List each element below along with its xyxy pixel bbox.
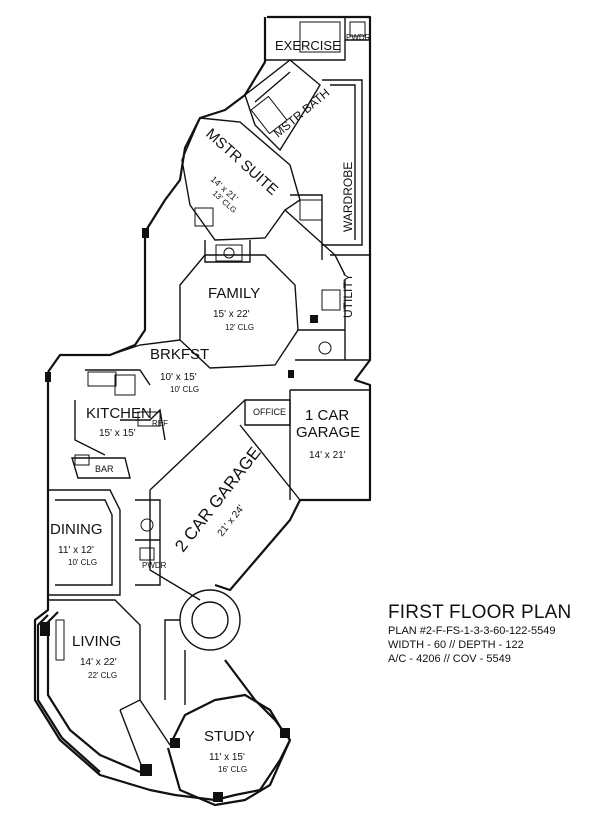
plan-title: FIRST FLOOR PLAN [388, 602, 572, 623]
room-family-size: 15' x 22' [213, 309, 250, 320]
room-bar-label: BAR [95, 464, 114, 474]
room-garage1-size: 14' x 21' [309, 450, 346, 461]
plan-areas: A/C - 4206 // COV - 5549 [388, 653, 511, 665]
room-brkfst-size: 10' x 15' [160, 372, 197, 383]
room-study-label: STUDY [204, 728, 255, 745]
plan-number: PLAN #2-F-FS-1-3-3-60-122-5549 [388, 625, 556, 637]
room-dining-label: DINING [50, 521, 103, 538]
room-dining-clg: 10' CLG [68, 558, 97, 567]
room-family-label: FAMILY [208, 285, 260, 302]
room-brkfst-clg: 10' CLG [170, 385, 199, 394]
room-study-clg: 16' CLG [218, 765, 247, 774]
room-pwdr-top-label: PWDR [346, 33, 371, 42]
room-garage1-label-line2: GARAGE [296, 424, 360, 441]
room-mstr-bath-label: MSTR BATH [271, 86, 332, 141]
room-utility-label: UTILITY [341, 273, 355, 318]
room-garage2-label: 2 CAR GARAGE [171, 443, 264, 555]
room-mstr-suite-label: MSTR SUITE [202, 125, 281, 198]
room-pwdr-bottom-label: PWDR [142, 561, 167, 570]
room-office-label: OFFICE [253, 407, 286, 417]
room-brkfst-label: BRKFST [150, 346, 209, 363]
interior-walls [48, 17, 370, 776]
room-family-clg: 12' CLG [225, 323, 254, 332]
plan-title-block: FIRST FLOOR PLAN PLAN #2-F-FS-1-3-3-60-1… [388, 602, 593, 666]
room-living-clg: 22' CLG [88, 671, 117, 680]
room-wardrobe-label: WARDROBE [341, 162, 355, 232]
room-kitchen-label: KITCHEN [86, 405, 152, 422]
room-labels: EXERCISE PWDR MSTR BATH MSTR SUITE 14' x… [50, 33, 371, 774]
room-living-size: 14' x 22' [80, 657, 117, 668]
room-kitchen-size: 15' x 15' [99, 428, 136, 439]
room-living-label: LIVING [72, 633, 121, 650]
room-dining-size: 11' x 12' [58, 545, 94, 556]
room-study-size: 11' x 15' [209, 752, 245, 763]
fixtures [55, 21, 366, 661]
room-ref-label: REF [152, 419, 168, 428]
wall-fills [40, 228, 318, 802]
room-garage1-label-line1: 1 CAR [305, 407, 349, 424]
plan-dimensions: WIDTH - 60 // DEPTH - 122 [388, 639, 524, 651]
room-exercise-label: EXERCISE [275, 38, 341, 53]
